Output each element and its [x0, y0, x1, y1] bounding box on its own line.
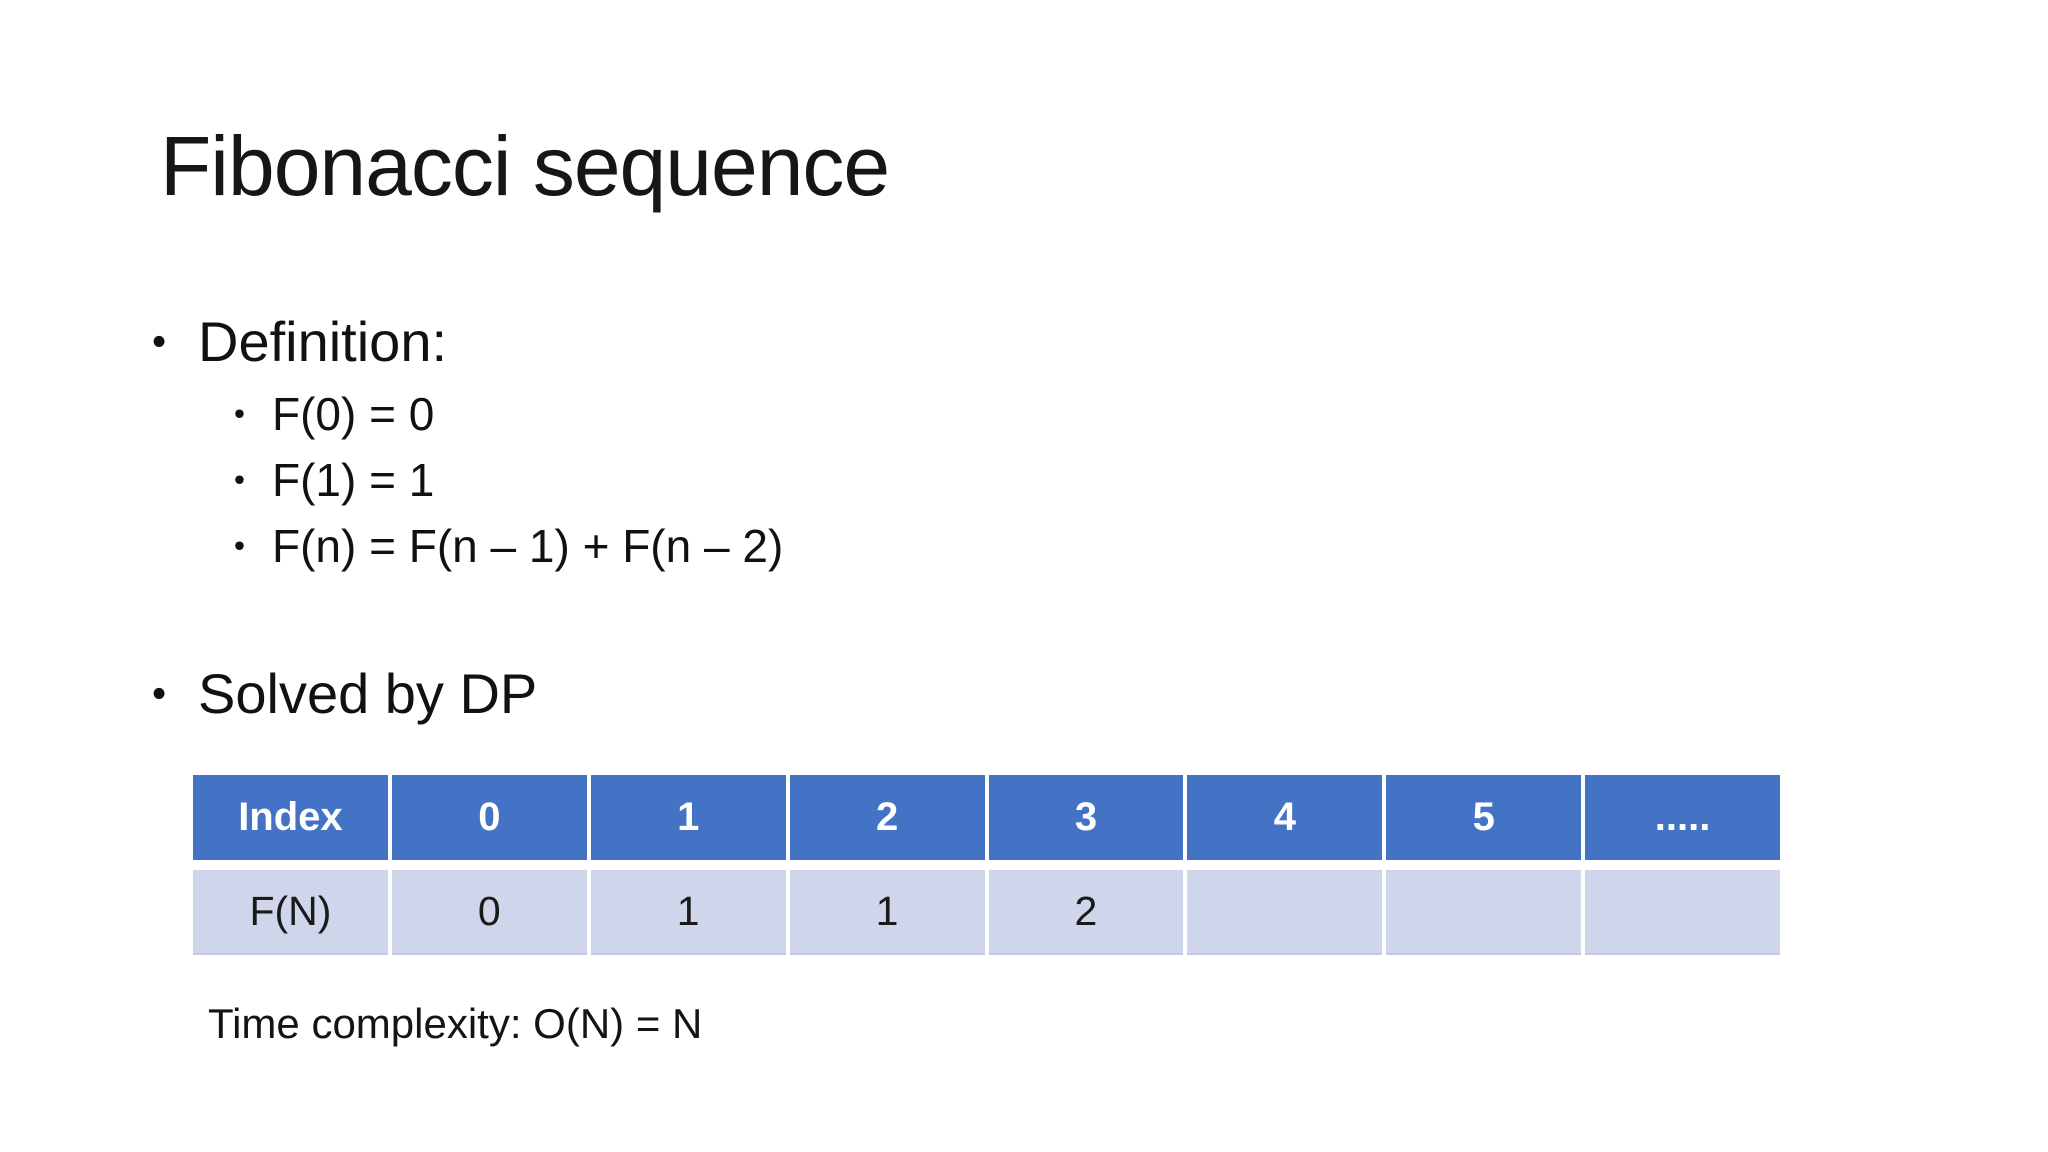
bullet-icon: •: [152, 318, 167, 364]
slide-title: Fibonacci sequence: [160, 119, 890, 213]
table-data-row: F(N) 0 1 1 2: [193, 870, 1780, 955]
header-cell-1: 1: [590, 775, 786, 860]
header-cell-2: 2: [789, 775, 985, 860]
data-cell-0: 0: [391, 870, 587, 955]
header-cell-ellipsis: .....: [1585, 775, 1780, 860]
bullet-icon: •: [234, 396, 245, 431]
definition-item-fn: F(n) = F(n – 1) + F(n – 2): [272, 520, 784, 572]
header-cell-0: 0: [391, 775, 587, 860]
header-cell-3: 3: [988, 775, 1184, 860]
bullet-icon: •: [234, 528, 245, 563]
data-cell-2: 1: [789, 870, 985, 955]
time-complexity-note: Time complexity: O(N) = N: [208, 1000, 703, 1047]
list-item: • F(n) = F(n – 1) + F(n – 2): [234, 518, 783, 584]
definition-item-f0: F(0) = 0: [272, 388, 435, 440]
data-cell-5: [1386, 870, 1582, 955]
data-cell-3: 2: [988, 870, 1184, 955]
data-cell-1: 1: [590, 870, 786, 955]
header-cell-5: 5: [1386, 775, 1582, 860]
bullet-definition-label: Definition:: [198, 310, 448, 373]
data-cell-ellipsis: [1585, 870, 1780, 955]
header-cell-4: 4: [1187, 775, 1383, 860]
definition-item-f1: F(1) = 1: [272, 454, 435, 506]
header-cell-index: Index: [193, 775, 388, 860]
data-cell-label: F(N): [193, 870, 388, 955]
table-header-row: Index 0 1 2 3 4 5 .....: [193, 775, 1780, 860]
bullet-solved-by-dp: • Solved by DP: [152, 662, 537, 726]
definition-sublist: • F(0) = 0 • F(1) = 1 • F(n) = F(n – 1) …: [234, 386, 783, 584]
list-item: • F(1) = 1: [234, 452, 783, 518]
bullet-solved-label: Solved by DP: [198, 662, 538, 725]
bullet-icon: •: [234, 462, 245, 497]
bullet-icon: •: [152, 670, 167, 716]
fibonacci-table: Index 0 1 2 3 4 5 ..... F(N) 0 1 1 2: [193, 775, 1780, 955]
list-item: • F(0) = 0: [234, 386, 783, 452]
data-cell-4: [1187, 870, 1383, 955]
bullet-definition: • Definition:: [152, 310, 447, 374]
